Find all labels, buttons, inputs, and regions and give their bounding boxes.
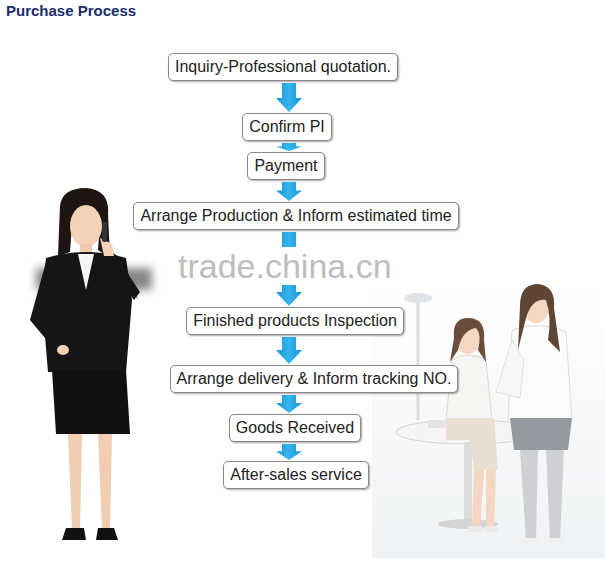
process-box: Goods Received bbox=[229, 414, 361, 442]
flow-arrow bbox=[276, 182, 302, 201]
box-text: Confirm PI bbox=[249, 117, 325, 137]
flow-arrow bbox=[276, 83, 302, 112]
process-box: Arrange Production & Inform estimated ti… bbox=[133, 202, 458, 230]
flow-arrow bbox=[276, 337, 302, 364]
office-scene bbox=[372, 284, 605, 558]
box-text: Arrange delivery & Inform tracking NO. bbox=[177, 369, 452, 389]
process-box: Inquiry-Professional quotation. bbox=[168, 53, 398, 81]
process-box: After-sales service bbox=[223, 461, 369, 489]
box-text: Inquiry-Professional quotation. bbox=[175, 57, 391, 77]
watermark: trade.china.cn bbox=[176, 247, 394, 285]
diagram-title: Purchase Process bbox=[6, 2, 136, 20]
box-text: Finished products Inspection bbox=[193, 311, 397, 331]
box-text: After-sales service bbox=[230, 465, 362, 485]
box-text: Arrange Production & Inform estimated ti… bbox=[140, 206, 451, 226]
process-box: Arrange delivery & Inform tracking NO. bbox=[170, 365, 459, 393]
flow-arrow bbox=[276, 444, 302, 460]
process-box: Finished products Inspection bbox=[186, 307, 404, 335]
process-box: Payment bbox=[247, 152, 324, 180]
box-text: Payment bbox=[254, 156, 317, 176]
process-box: Confirm PI bbox=[242, 113, 332, 141]
flow-arrow bbox=[276, 395, 302, 413]
woman-figure bbox=[30, 188, 140, 540]
box-text: Goods Received bbox=[236, 418, 354, 438]
flow-arrow bbox=[276, 143, 302, 151]
